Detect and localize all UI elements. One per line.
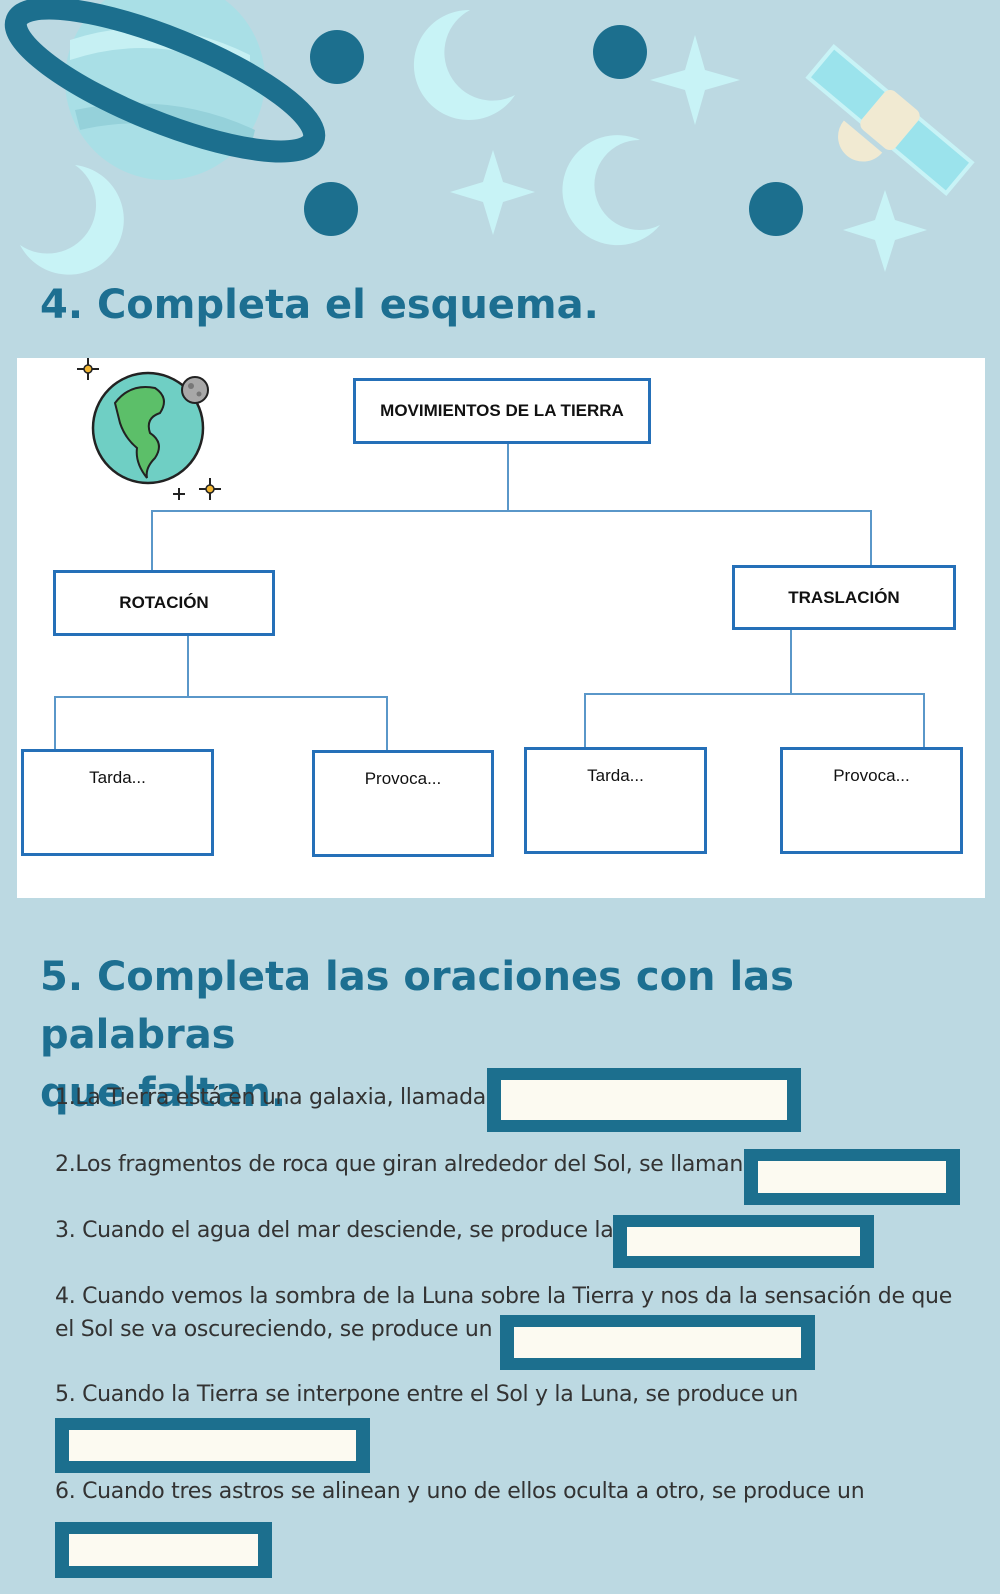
answer-input-6[interactable]	[69, 1534, 258, 1566]
sentence-4-line2: el Sol se va oscureciendo, se produce un	[55, 1317, 493, 1342]
answer-input-2[interactable]	[758, 1161, 946, 1193]
sentence-2: 2.Los fragmentos de roca que giran alred…	[55, 1152, 743, 1177]
sentence-1: 1.La Tierra está en una galaxia, llamada	[55, 1085, 486, 1110]
moon-icon	[20, 165, 124, 275]
space-decoration	[4, 0, 975, 275]
satellite-icon	[805, 44, 975, 196]
translation-box: TRASLACIÓN	[732, 565, 956, 630]
movements-diagram: MOVIMIENTOS DE LA TIERRA ROTACIÓN TRASLA…	[17, 358, 985, 898]
earth-icon	[77, 358, 221, 500]
answer-box-5[interactable]	[55, 1418, 370, 1473]
dot-icon	[304, 182, 358, 236]
section-5-heading-line1: 5. Completa las oraciones con las palabr…	[40, 954, 794, 1058]
root-box: MOVIMIENTOS DE LA TIERRA	[353, 378, 651, 444]
answer-input-4[interactable]	[514, 1327, 801, 1358]
rotation-duration-box[interactable]: Tarda...	[21, 749, 214, 856]
answer-input-5[interactable]	[69, 1430, 356, 1461]
dot-icon	[749, 182, 803, 236]
translation-duration-box[interactable]: Tarda...	[524, 747, 707, 854]
sentence-6: 6. Cuando tres astros se alinean y uno d…	[55, 1479, 865, 1504]
section-5-heading-line2: que faltan.	[40, 1070, 287, 1116]
answer-box-6[interactable]	[55, 1522, 272, 1578]
answer-box-2[interactable]	[744, 1149, 960, 1205]
dot-icon	[310, 30, 364, 84]
answer-box-4[interactable]	[500, 1315, 815, 1370]
star-icon	[650, 35, 740, 125]
translation-effect-box[interactable]: Provoca...	[780, 747, 963, 854]
rotation-box: ROTACIÓN	[53, 570, 275, 636]
sentence-4-line1: 4. Cuando vemos la sombra de la Luna sob…	[55, 1284, 952, 1309]
answer-box-1[interactable]	[487, 1068, 801, 1132]
sentence-3: 3. Cuando el agua del mar desciende, se …	[55, 1218, 614, 1243]
section-4-heading: 4. Completa el esquema.	[40, 282, 599, 328]
moon-icon	[413, 9, 515, 120]
answer-box-3[interactable]	[613, 1215, 874, 1268]
planet-icon	[4, 0, 326, 180]
star-icon	[450, 150, 535, 235]
answer-input-3[interactable]	[627, 1227, 860, 1256]
star-icon	[843, 190, 927, 272]
sentence-5: 5. Cuando la Tierra se interpone entre e…	[55, 1382, 799, 1407]
section-5-heading: 5. Completa las oraciones con las palabr…	[40, 948, 960, 1122]
answer-input-1[interactable]	[501, 1080, 787, 1120]
dot-icon	[593, 25, 647, 79]
moon-icon	[562, 135, 660, 246]
rotation-effect-box[interactable]: Provoca...	[312, 750, 494, 857]
